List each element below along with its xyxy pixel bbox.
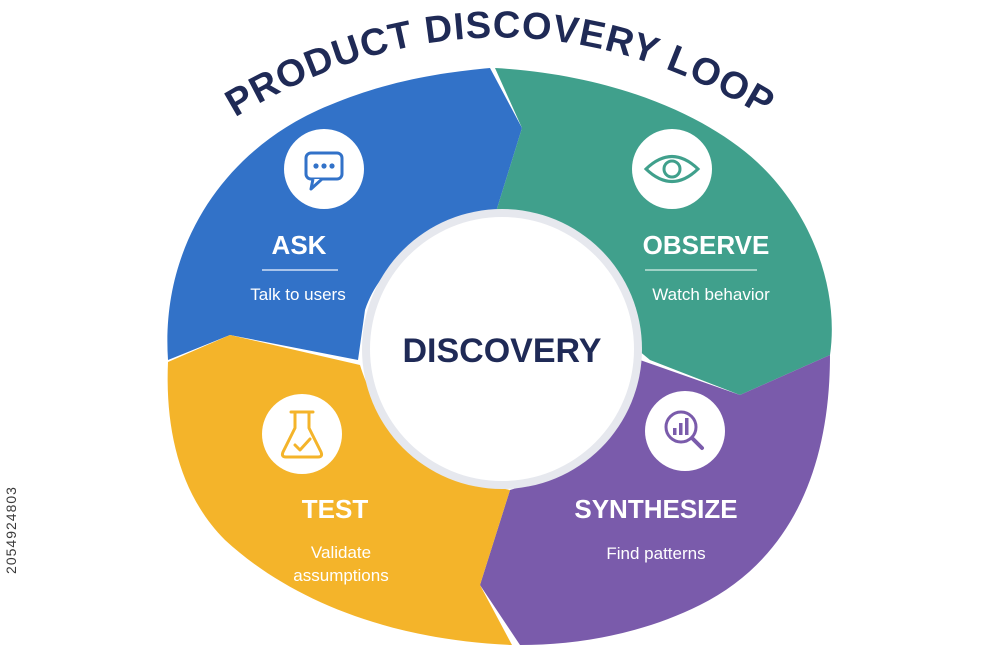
observe-icon-badge (632, 129, 712, 209)
segment-ask (167, 68, 522, 360)
eye-icon (643, 155, 701, 183)
test-subtitle-line-1: Validate (311, 543, 371, 562)
observe-title: OBSERVE (643, 230, 770, 260)
magnify-chart-icon (664, 410, 704, 450)
center-circle (370, 217, 634, 481)
ask-title: ASK (272, 230, 327, 260)
segment-observe (495, 68, 832, 395)
test-group: TEST Validate assumptions (262, 394, 389, 585)
synthesize-subtitle: Find patterns (606, 544, 705, 563)
stock-id-text: 2054924803 (3, 486, 19, 574)
stock-id-label: 2054924803 (0, 410, 22, 650)
chat-bubble-icon (304, 151, 344, 191)
center-label: DISCOVERY (402, 332, 601, 370)
flask-icon (280, 410, 324, 459)
test-icon-badge (262, 394, 342, 474)
observe-subtitle: Watch behavior (652, 285, 770, 304)
test-subtitle-line-2: assumptions (293, 566, 388, 585)
synthesize-group: SYNTHESIZE Find patterns (574, 391, 738, 563)
observe-group: OBSERVE Watch behavior (632, 129, 770, 304)
ask-subtitle: Talk to users (250, 285, 345, 304)
ask-icon-badge (284, 129, 364, 209)
ask-group: ASK Talk to users (250, 129, 364, 304)
segment-test (167, 335, 513, 645)
synthesize-title: SYNTHESIZE (574, 494, 737, 524)
segment-synthesize (480, 355, 830, 645)
test-title: TEST (302, 494, 369, 524)
